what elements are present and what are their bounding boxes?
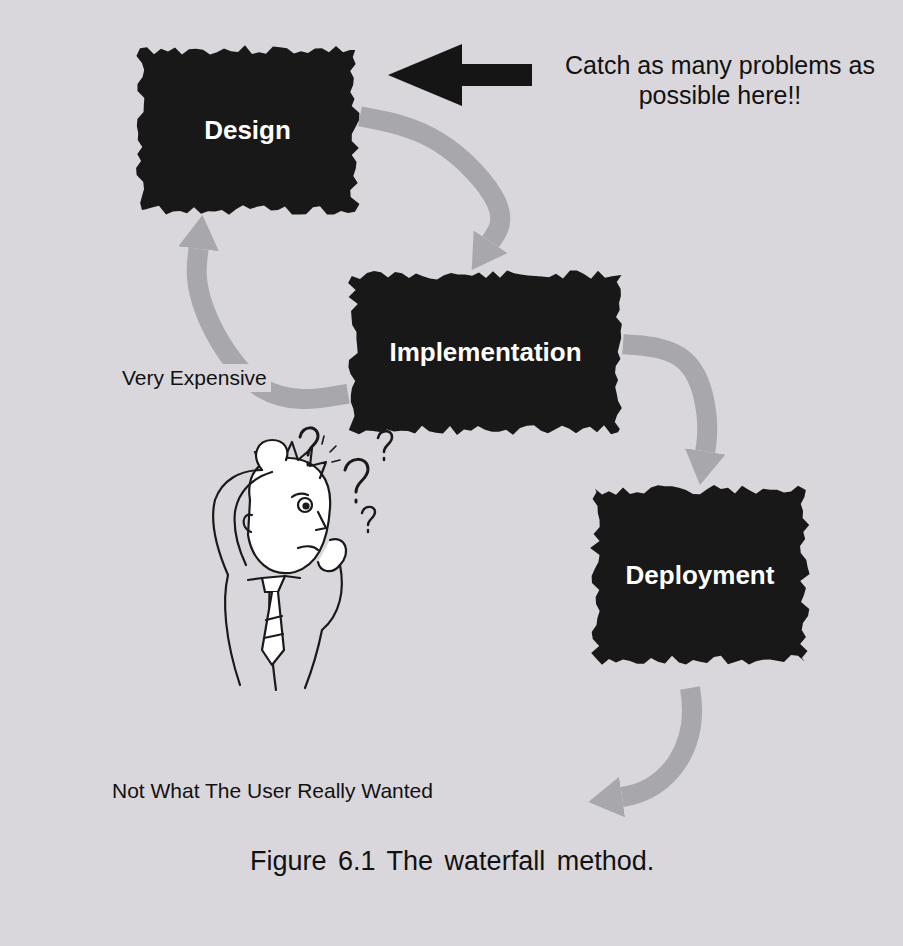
stage-name: Deployment xyxy=(626,560,775,591)
outcome-note: Not What The User Really Wanted xyxy=(112,778,433,803)
box-fill xyxy=(136,45,359,214)
stage-name: Design xyxy=(204,115,291,146)
stage-name: Implementation xyxy=(389,337,581,368)
box-fill xyxy=(348,270,622,435)
flow-arrow xyxy=(623,344,707,451)
outcome-arrow xyxy=(622,688,692,797)
callout-arrow xyxy=(388,44,532,106)
confused-man xyxy=(213,428,392,690)
process-box: Design xyxy=(135,45,360,215)
box-fill xyxy=(590,485,809,665)
edge-label: Very Expensive xyxy=(118,364,271,392)
flow-arrow xyxy=(360,116,500,241)
process-box: Implementation xyxy=(348,270,623,435)
callout-note: Catch as many problems as possible here!… xyxy=(560,50,880,110)
figure-caption: Figure 6.1 The waterfall method. xyxy=(250,846,654,877)
process-box: Deployment xyxy=(590,485,810,665)
